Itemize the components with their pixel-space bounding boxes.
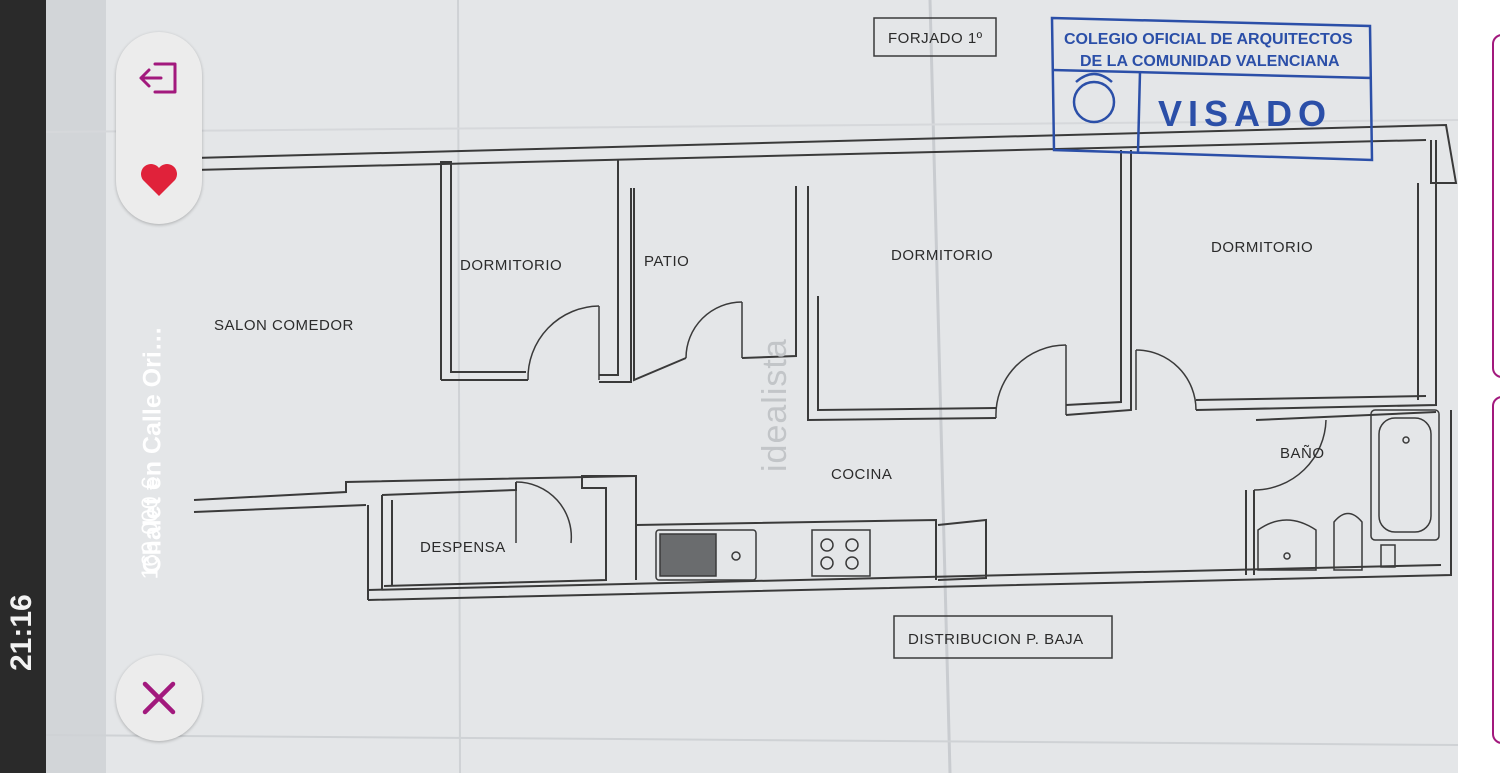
listing-price: 169.000 € — [136, 477, 163, 580]
room-cocina: COCINA — [831, 466, 892, 483]
room-dormitorio-3: DORMITORIO — [1211, 239, 1313, 256]
status-bar: 21:16 5G 54 — [0, 0, 74, 773]
next-card-top — [1492, 34, 1500, 378]
distribucion-label: DISTRIBUCION P. BAJA — [908, 631, 1084, 648]
forjado-label: FORJADO 1º — [888, 30, 983, 47]
next-card-bottom — [1492, 396, 1500, 744]
room-dormitorio-1: DORMITORIO — [460, 257, 562, 274]
room-bano: BAÑO — [1280, 445, 1325, 462]
idealista-watermark: idealista — [756, 338, 794, 472]
room-dormitorio-2: DORMITORIO — [891, 247, 993, 264]
floor-plan-image: FORJADO 1º COLEGIO OFICIAL DE ARQUITECTO… — [46, 0, 1458, 773]
heart-icon — [141, 164, 177, 196]
status-time: 21:16 — [5, 594, 38, 671]
next-photo-peek[interactable] — [1458, 0, 1500, 773]
room-despensa: DESPENSA — [420, 539, 506, 556]
stamp-line-2: DE LA COMUNIDAD VALENCIANA — [1080, 53, 1340, 70]
close-icon — [142, 681, 176, 715]
share-button[interactable] — [116, 32, 202, 128]
stamp-line-1: COLEGIO OFICIAL DE ARQUITECTOS — [1064, 31, 1353, 48]
photo-actions — [116, 32, 202, 224]
listing-info[interactable]: Chalet en Calle Ori… 169.000 € — [90, 326, 220, 579]
room-salon-comedor: SALON COMEDOR — [214, 317, 354, 334]
visado-stamp — [1050, 16, 1374, 162]
room-patio: PATIO — [644, 253, 689, 270]
stamp-visado: VISADO — [1158, 93, 1332, 134]
favorite-button[interactable] — [116, 132, 202, 224]
share-icon — [139, 62, 177, 94]
close-button[interactable] — [116, 655, 202, 741]
floor-plan-drawing: FORJADO 1º COLEGIO OFICIAL DE ARQUITECTO… — [46, 0, 1458, 773]
